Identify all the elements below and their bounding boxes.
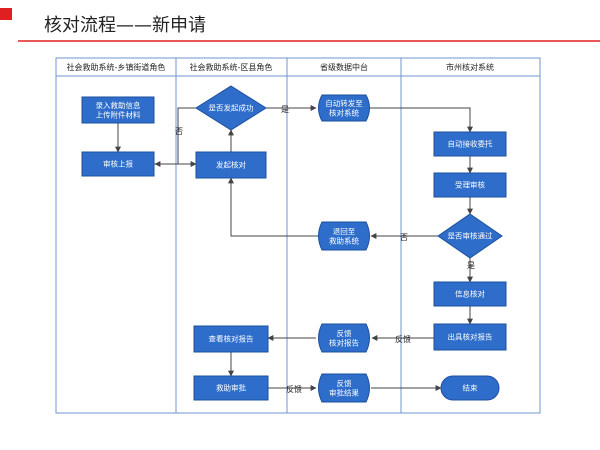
node-text-line: 上传附件材料 [96,109,141,119]
node-is-success-decision [195,85,267,131]
edge-label-yes-decision1: 是 [281,105,289,114]
node-return-to-text: 退回至救助系统 [329,227,359,246]
swimlane-frame [55,57,541,414]
node-text-line: 反馈 [337,378,352,388]
node-end-text: 结束 [463,383,478,393]
node-text-line: 录入救助信息 [96,100,141,110]
page-title: 核对流程——新申请 [44,15,206,36]
node-text-line: 是否发起成功 [209,103,254,113]
lane-header-province-data: 省级数据中台 [320,62,368,72]
nodes: 录入救助信息上传附件材料 审核上报 是否发起成功 发起核对 查看核对报告 救助审… [81,85,507,403]
node-text-line: 受理审核 [455,180,485,190]
node-upload-text: 录入救助信息上传附件材料 [96,100,141,120]
node-review-pass-decision [437,213,503,259]
node-feedback-result-text: 反馈审批结果 [329,378,359,398]
node-aid-approval-text: 救助审批 [216,383,246,393]
node-return-to [318,221,370,251]
node-initiate-text: 发起核对 [216,160,246,170]
node-text-line: 发起核对 [216,160,246,170]
node-review-pass-text: 是否审核通过 [448,231,493,241]
node-text-line: 信息核对 [455,289,485,299]
edge-return-to-initiate [228,177,318,237]
accent-square [0,8,12,20]
edge-label-feedback-report: 反馈 [395,334,411,344]
node-issue-report [433,323,507,351]
node-auto-receive [433,131,507,157]
node-text-line: 救助审批 [216,383,246,393]
edge-label-no-decision2: 否 [400,233,408,242]
node-text-line: 核对报告 [329,337,359,347]
node-info-check [433,281,507,307]
edge-forward-to-receive [370,107,473,133]
node-feedback-report [318,323,370,353]
node-auto-forward [318,94,370,122]
lane-header-city-check: 市州核对系统 [446,62,494,72]
node-text-line: 退回至 [333,227,356,236]
edge-label-feedback-result: 反馈 [286,384,302,394]
node-text-line: 自动转发至 [325,98,363,108]
node-review-report-text: 审核上报 [103,159,133,169]
node-text-line: 审核上报 [103,159,133,169]
node-auto-forward-text: 自动转发至核对系统 [325,98,363,118]
node-text-line: 是否审核通过 [448,231,493,241]
node-upload [81,96,155,124]
node-text-line: 救助系统 [329,235,359,245]
connectors [115,105,473,391]
node-text-line: 自动接收委托 [448,139,493,149]
node-view-report [193,325,269,353]
node-text-line: 出具核对报告 [448,332,493,342]
node-feedback-result [318,373,370,403]
node-review-report [81,151,155,177]
node-info-check-text: 信息核对 [455,289,485,299]
node-text-line: 查看核对报告 [209,334,254,344]
node-view-report-text: 查看核对报告 [209,334,254,344]
edge-label-no-decision1: 否 [175,127,183,136]
lane-header-county: 社会救助系统-区县角色 [190,62,273,72]
node-aid-approval [193,375,269,401]
node-feedback-report-text: 反馈核对报告 [329,328,359,348]
edge-decision-no-to-review [154,107,196,167]
node-text-line: 审批结果 [329,387,359,397]
node-text-line: 反馈 [337,328,352,338]
edge-label-yes-decision2: 是 [467,261,475,270]
node-accept-review-text: 受理审核 [455,180,485,190]
node-is-success-text: 是否发起成功 [209,103,254,113]
node-auto-receive-text: 自动接收委托 [448,139,493,149]
lane-header-township: 社会救助系统-乡镇街道角色 [67,62,166,72]
node-initiate [195,151,267,179]
node-text-line: 结束 [463,383,478,393]
node-text-line: 核对系统 [329,107,359,117]
node-end [440,375,500,401]
node-accept-review [433,172,507,198]
node-issue-report-text: 出具核对报告 [448,332,493,342]
